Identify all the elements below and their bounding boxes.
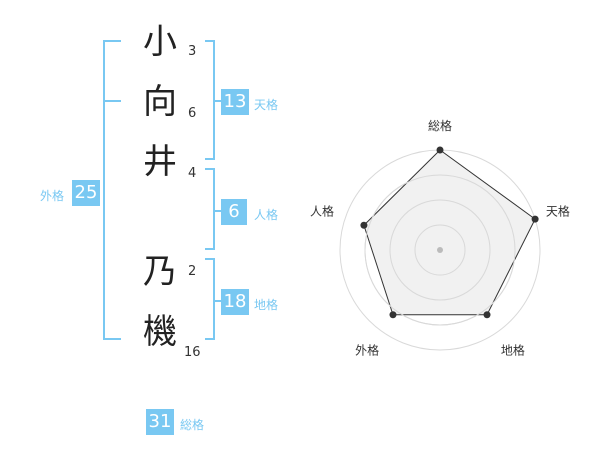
stroke-count-3: 4	[188, 166, 197, 181]
char-4: 乃	[143, 252, 177, 292]
jinkaku-connector	[213, 210, 221, 212]
tenkaku-bracket-bottom	[205, 158, 215, 160]
chikaku-bracket	[213, 258, 215, 340]
gaikaku-value: 25	[72, 180, 100, 206]
radar-point-3	[483, 311, 491, 319]
radar-ring	[414, 224, 466, 276]
gaikaku-bracket-top	[103, 40, 121, 42]
jinkaku-label: 人格	[254, 208, 279, 222]
chikaku-connector	[213, 300, 221, 302]
jinkaku-bracket-top	[205, 168, 215, 170]
stroke-count-5: 16	[184, 345, 201, 360]
radar-axis-label-5: 人格	[310, 204, 334, 219]
radar-center	[437, 247, 443, 253]
radar-point-2	[531, 215, 539, 223]
radar-axis-label-4: 外格	[355, 342, 379, 357]
jinkaku-bracket	[213, 168, 215, 250]
stroke-count-2: 6	[188, 106, 197, 121]
gaikaku-bracket-mid	[103, 100, 121, 102]
radar-ring	[389, 199, 491, 301]
tenkaku-bracket-top	[205, 40, 215, 42]
stroke-count-1: 3	[188, 44, 197, 59]
radar-axis-label-2: 天格	[546, 204, 570, 219]
radar-ring-inner	[364, 174, 516, 326]
jinkaku-value: 6	[221, 199, 247, 225]
stroke-count-4: 2	[188, 264, 197, 279]
radar-point-4	[389, 311, 397, 319]
radar-ring-inner	[414, 224, 466, 276]
radar-axis-label-1: 総格	[428, 118, 452, 133]
char-3: 井	[143, 142, 177, 182]
jinkaku-bracket-bottom	[205, 248, 215, 250]
radar-ring-inner	[389, 199, 491, 301]
radar-point-1	[436, 146, 444, 154]
radar-ring	[339, 149, 541, 351]
char-2: 向	[143, 82, 177, 122]
tenkaku-label: 天格	[254, 98, 279, 112]
tenkaku-value: 13	[221, 89, 249, 115]
gaikaku-label: 外格	[40, 189, 65, 203]
tenkaku-connector	[213, 100, 221, 102]
soukaku-label: 総格	[180, 418, 205, 432]
char-1: 小	[143, 22, 177, 62]
chikaku-bracket-bottom	[205, 338, 215, 340]
chikaku-label: 地格	[254, 298, 279, 312]
radar-polygon	[363, 149, 536, 316]
soukaku-value: 31	[146, 409, 174, 435]
chikaku-value: 18	[221, 289, 249, 315]
char-5: 機	[143, 312, 177, 352]
chikaku-bracket-top	[205, 258, 215, 260]
gaikaku-bracket-bottom	[103, 338, 121, 340]
gaikaku-bracket	[103, 40, 105, 340]
radar-axis-label-3: 地格	[501, 342, 525, 357]
radar-ring	[364, 174, 516, 326]
radar-point-5	[360, 221, 368, 229]
